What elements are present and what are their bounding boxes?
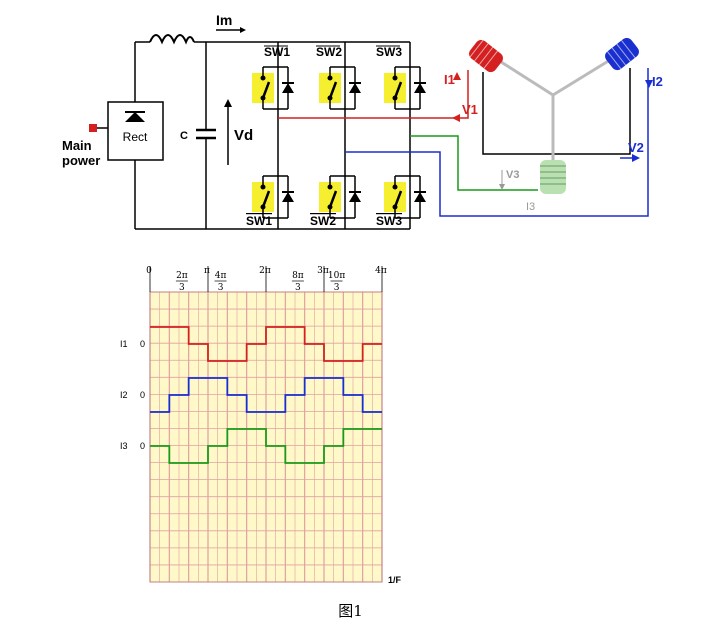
v2-label: V2 [628,140,644,155]
sw3-top-label: SW3 [376,45,402,59]
chart-series [150,326,382,464]
main-power-terminal [89,124,97,132]
diode-icon [282,83,294,93]
series-i2-zero: 0 [140,390,145,400]
switch-group [252,66,426,219]
series-i2-line [150,377,382,413]
im-label: Im [216,12,232,28]
sw2-bottom-label: SW2 [310,214,336,228]
tick-frac-num-f1: 2π [176,271,188,281]
series-i3-line [150,428,382,464]
v1-label: V1 [462,102,478,117]
switch-bottom-3 [384,175,426,219]
series-i1-line [150,326,382,362]
x-axis-label: 1/F [388,575,402,585]
tick-frac-den-f2: 3 [218,283,224,293]
rectifier-box [107,101,164,161]
circuit-diagram [96,29,411,230]
series-i3-zero: 0 [140,441,145,451]
tick-label-four_pi: 4π [375,266,387,276]
i1-label: I1 [444,72,455,87]
tick-label-three_pi: 3π [317,266,329,276]
diode-icon [414,83,426,93]
tick-frac-num-f3: 8π [292,271,304,281]
tick-frac-num-f4: 10π [328,271,345,281]
switch-bottom-1 [252,175,294,219]
phase2-wire [345,68,649,217]
phase3-wire [410,135,538,191]
switch-top-2 [319,66,361,110]
tick-frac-den-f3: 3 [295,283,301,293]
tick-label-pi: π [204,266,210,276]
vd-label: Vd [234,127,253,144]
figure-caption: 图1 [338,602,363,620]
capacitor-label: C [180,130,188,142]
motor-coil-3 [540,160,566,194]
sw1-top-label: SW1 [264,45,290,59]
tick-frac-den-f4: 3 [334,283,340,293]
sw3-bottom-label: SW3 [376,214,402,228]
phase1-wire [278,70,469,119]
diode-icon [349,83,361,93]
motor-wye [497,58,611,160]
i2-label: I2 [652,74,663,89]
switch-bottom-2 [319,175,361,219]
sw1-bottom-label: SW1 [246,214,272,228]
main-power-label: Main [62,138,92,153]
diode-icon [125,112,145,122]
tick-label-t0: 0 [146,266,152,276]
series-i3-label: I3 [120,441,128,451]
switch-top-3 [384,66,426,110]
neutral-wire [482,68,631,155]
motor-coil-2 [605,37,639,71]
main-power-label-2: power [62,153,100,168]
series-i2-label: I2 [120,390,128,400]
sw2-top-label: SW2 [316,45,342,59]
phase-wires [278,68,649,217]
diode-icon [349,192,361,202]
chart-top-ticks: 0 π 2π 3π 4π 2π 3 4π 3 8π 3 10π 3 [146,266,387,293]
v3-label: V3 [506,169,519,181]
i3-label: I3 [526,201,535,213]
series-i1-zero: 0 [140,339,145,349]
motor-coil-1 [469,39,503,73]
switch-top-1 [252,66,294,110]
inductor [149,34,195,45]
rect-label: Rect [123,130,148,144]
series-i1-label: I1 [120,339,128,349]
diode-icon [414,192,426,202]
tick-frac-den-f1: 3 [179,283,185,293]
diode-icon [282,192,294,202]
tick-frac-num-f2: 4π [215,271,227,281]
tick-label-two_pi: 2π [259,266,271,276]
